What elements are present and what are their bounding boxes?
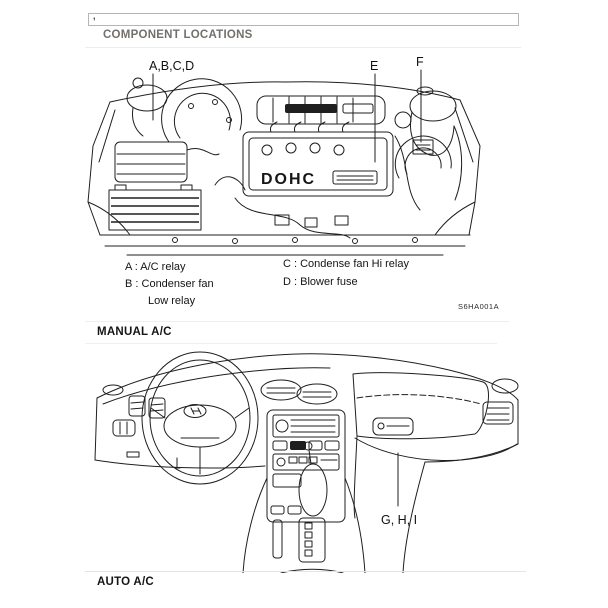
engine-valve-cover: DOHC <box>243 132 393 196</box>
climate-controls <box>273 454 339 470</box>
center-console-stack <box>267 410 345 522</box>
engine-cover-dohc-text: DOHC <box>261 171 316 188</box>
glovebox-handle <box>373 418 413 435</box>
spark-plug-wires <box>270 122 349 132</box>
callout-abcd-label: A,B,C,D <box>149 59 194 73</box>
left-dash-vents <box>103 385 165 436</box>
battery <box>109 185 201 230</box>
intake-manifold <box>257 96 385 124</box>
steering-wheel <box>142 352 258 484</box>
legend-item-c: C : Condense fan Hi relay <box>283 258 409 270</box>
legend-item-b-line1: B : Condenser fan <box>125 278 214 290</box>
hoses-and-fittings <box>173 112 462 244</box>
right-dash-vent <box>483 402 513 424</box>
gear-shifter <box>243 442 365 573</box>
radio-unit <box>273 415 339 437</box>
section-title-manual-ac: MANUAL A/C <box>97 326 172 338</box>
header-stray-mark: , <box>93 11 96 21</box>
relay-box <box>413 140 433 154</box>
section-title-component-locations: COMPONENT LOCATIONS <box>103 29 253 41</box>
page-header-box: , <box>88 11 519 26</box>
callout-ghi-label: G, H, I <box>381 513 417 527</box>
center-dash-vents <box>261 380 337 404</box>
left-strut-tower <box>162 79 242 142</box>
steering-logo <box>184 405 206 418</box>
divider-above-manual-ac <box>85 321 509 322</box>
air-cleaner-box <box>115 142 219 182</box>
divider-below-manual-ac <box>85 343 497 344</box>
car-body-outline <box>88 82 480 255</box>
divider-above-auto-ac <box>85 571 526 572</box>
coolant-reservoir <box>410 87 456 155</box>
dashboard-figure: G, H, I <box>85 348 525 573</box>
legend-item-a: A : A/C relay <box>125 261 186 273</box>
callout-e-label: E <box>370 59 378 73</box>
engine-figure-callouts: A,B,C,D E F <box>149 55 424 162</box>
manifold-lettering-strip <box>285 104 337 113</box>
figure-code: S6HA001A <box>458 302 500 311</box>
section-title-auto-ac: AUTO A/C <box>97 576 154 588</box>
engine-bay-figure: A,B,C,D E F <box>85 55 485 262</box>
divider-under-component-title <box>85 47 521 48</box>
passenger-dash-glovebox <box>353 373 518 573</box>
callout-f-label: F <box>416 55 424 69</box>
legend-item-b-line2: Low relay <box>148 295 196 307</box>
dash-figure-callout: G, H, I <box>381 453 417 527</box>
washer-reservoir <box>127 78 167 136</box>
legend-item-d: D : Blower fuse <box>283 276 358 288</box>
